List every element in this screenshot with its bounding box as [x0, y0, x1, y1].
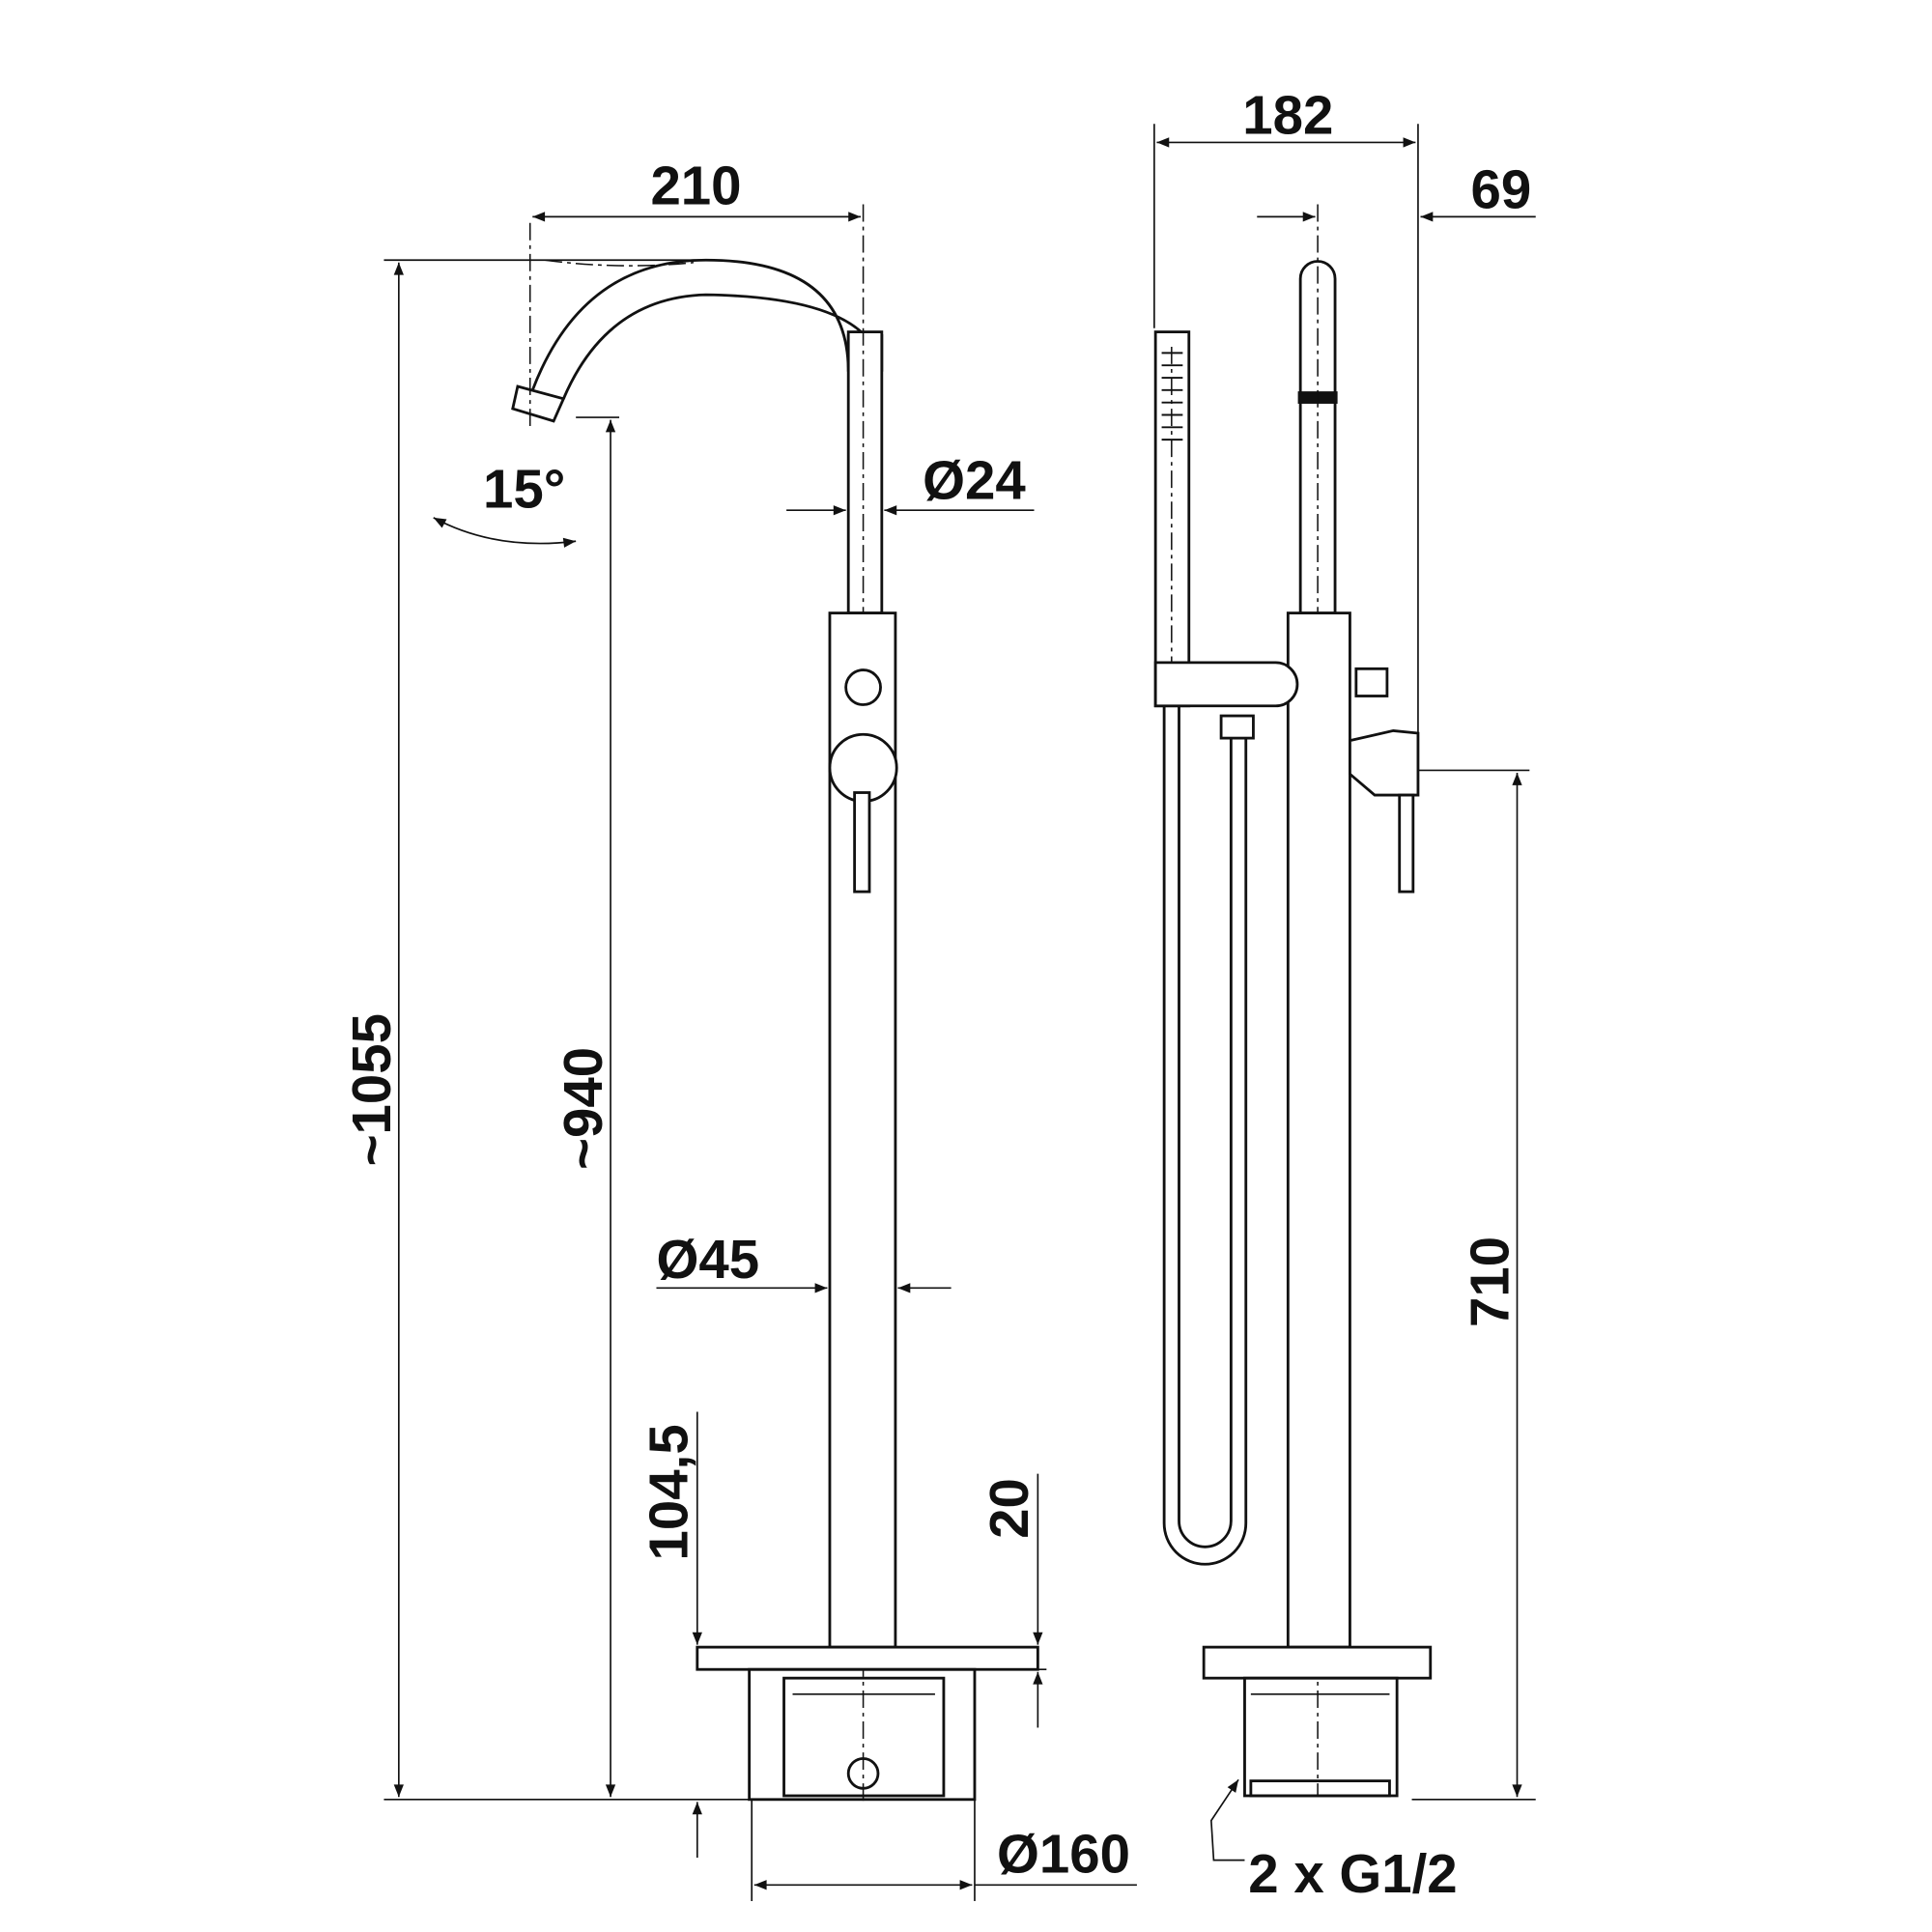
mixer-cartridge: [828, 732, 898, 803]
inlet-connection: [846, 1757, 880, 1790]
base-body-side: [1243, 1676, 1399, 1798]
label-182: 182: [1242, 84, 1333, 145]
label-210: 210: [650, 156, 741, 216]
label-104-5: 104,5: [639, 1424, 699, 1560]
base-plate-side: [1202, 1645, 1433, 1680]
label-20: 20: [979, 1478, 1039, 1539]
column-side: [1286, 611, 1351, 1649]
label-940: ~940: [553, 1047, 613, 1170]
diverter-side: [1354, 667, 1389, 697]
label-d160: Ø160: [997, 1823, 1130, 1884]
label-710: 710: [1460, 1236, 1520, 1327]
label-d24: Ø24: [923, 450, 1026, 511]
mixer-side: [1349, 728, 1420, 797]
shower-holder: [1153, 661, 1299, 708]
angle-arc: [433, 517, 577, 548]
label-69: 69: [1470, 158, 1531, 219]
label-15deg: 15°: [483, 459, 565, 520]
lever-handle: [853, 791, 871, 894]
diverter-knob: [844, 668, 882, 706]
side-view: 182 69 710 2 x G1/2: [1153, 84, 1536, 1904]
label-1055: ~1055: [341, 1013, 402, 1166]
label-connection: 2 x G1/2: [1248, 1843, 1457, 1904]
front-view: 210 Ø24 15° Ø45 Ø160 ~1055 ~940 104,5 20: [341, 156, 1137, 1901]
label-d45: Ø45: [656, 1229, 759, 1290]
spout-outlet: [511, 384, 566, 423]
shower-hose: [1162, 705, 1248, 1566]
lever-side: [1398, 793, 1415, 894]
connection-leader: [1209, 1778, 1245, 1861]
hose-connector: [1219, 714, 1255, 740]
spout: [530, 258, 884, 400]
spout-pipe: [846, 330, 884, 615]
base-plate: [696, 1645, 1039, 1671]
